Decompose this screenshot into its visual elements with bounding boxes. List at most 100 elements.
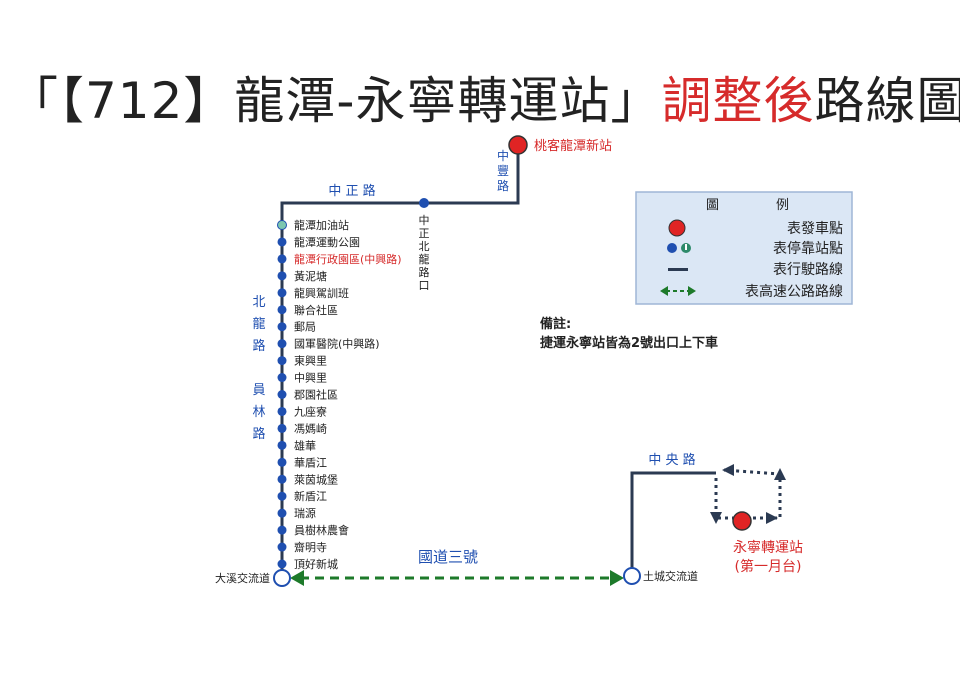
note-text: 捷運永寧站皆為2號出口上下車 [540, 335, 718, 351]
stop-label: 華盾江 [294, 456, 327, 469]
loop-arrow-down [710, 512, 722, 524]
road-beilong-char: 路 [252, 426, 265, 442]
legend-label-stop: 表停靠站點 [773, 240, 843, 257]
stop-label: 黃泥塘 [294, 269, 327, 283]
stop-marker [277, 339, 287, 349]
stop-marker [277, 356, 287, 366]
freeway-arrow-west [290, 570, 304, 586]
south-terminal-marker [732, 511, 752, 531]
stop-marker [277, 288, 287, 298]
stop-marker [277, 373, 287, 383]
legend-label-highway: 表高速公路路線 [745, 283, 843, 300]
legend-label-route: 表行駛路線 [773, 262, 843, 278]
stop-label: 瑞源 [294, 506, 316, 520]
stop-marker [277, 559, 287, 569]
title-prefix: 「【712】龍潭-永寧轉運站」 [8, 72, 662, 130]
road-zhongyang: 中 央 路 [648, 452, 695, 468]
title-suffix: 路線圖 [814, 72, 960, 130]
stop-marker [277, 237, 287, 247]
north-terminal-label: 桃客龍潭新站 [534, 138, 612, 154]
stop-marker [277, 271, 287, 281]
stop-label: 龍潭運動公園 [294, 235, 360, 249]
stop-label: 頂好新城 [294, 557, 338, 571]
tucheng-interchange-marker [623, 567, 641, 585]
road-beilong-char: 員 [252, 383, 265, 398]
stop-label: 郡園社區 [294, 388, 338, 402]
stop-marker [277, 525, 287, 535]
freeway-label: 國道三號 [418, 548, 478, 566]
south-terminal-label: 永寧轉運站 [733, 539, 803, 556]
stop-marker [277, 220, 287, 230]
stop-label: 雄華 [294, 438, 316, 452]
stop-marker [277, 305, 287, 315]
junction-stop-char: 路 [419, 266, 430, 279]
route-line-east [630, 471, 716, 575]
legend-heading-left: 圖 [706, 198, 719, 213]
stop-icon [667, 243, 691, 253]
road-beilong-char: 北 [252, 295, 265, 310]
map-title: 「【712】龍潭-永寧轉運站」調整後路線圖 [8, 68, 960, 134]
stop-marker [277, 440, 287, 450]
stop-marker [277, 474, 287, 484]
stop-marker [277, 491, 287, 501]
road-zhongfeng-char: 豐 [497, 164, 509, 178]
loop-arrow-up [774, 468, 786, 480]
road-zhongfeng-char: 路 [497, 178, 509, 193]
terminal-icon [668, 219, 686, 237]
stop-label: 萊茵城堡 [294, 472, 338, 486]
route-line-icon [668, 268, 688, 271]
note-heading: 備註: [540, 316, 571, 332]
road-zhongfeng: 中豐路 [497, 148, 509, 193]
stop-label: 中興里 [294, 372, 327, 385]
highway-arrow-icon [660, 286, 696, 296]
junction-stop-char: 龍 [419, 252, 430, 266]
road-beilong-char: 路 [252, 338, 265, 354]
junction-stop-marker [419, 198, 429, 208]
junction-stop-char: 口 [419, 279, 430, 292]
junction-stop-char: 正 [419, 227, 430, 240]
stop-marker [277, 322, 287, 332]
stop-marker [277, 542, 287, 552]
stop-label: 郵局 [294, 321, 316, 334]
stop-marker [277, 423, 287, 433]
stop-marker [277, 508, 287, 518]
stop-label: 龍潭行政園區(中興路) [294, 252, 402, 266]
road-zhongzheng: 中 正 路 [328, 183, 375, 199]
south-terminal-platform: (第一月台) [735, 558, 802, 575]
road-beilong-char: 林 [252, 405, 265, 420]
stop-label: 齋明寺 [294, 540, 327, 554]
legend-label-terminal: 表發車點 [787, 220, 843, 237]
stop-marker [277, 254, 287, 264]
title-highlight: 調整後 [661, 72, 815, 130]
stop-label: 龍興駕訓班 [294, 286, 349, 300]
legend-box: 圖 例 表發車點 表停靠站點 表行駛路線 表高速公路路線 [635, 191, 853, 305]
freeway-arrow-east [610, 570, 624, 586]
loop-arrow-right [766, 512, 778, 524]
stop-label: 員樹林農會 [294, 523, 349, 537]
stop-label: 九座寮 [294, 404, 327, 418]
stop-label: 東興里 [294, 355, 327, 368]
stop-label: 新盾江 [294, 489, 327, 503]
stop-label: 龍潭加油站 [294, 218, 349, 232]
stop-label: 馮媽崎 [294, 421, 327, 435]
stop-marker [277, 457, 287, 467]
terminal-loop [714, 468, 782, 520]
loop-arrow-left [722, 464, 734, 476]
daxi-interchange-marker [273, 569, 291, 587]
stop-marker [277, 390, 287, 399]
road-zhongfeng-char: 中 [497, 148, 509, 163]
stop-marker [277, 406, 287, 416]
legend-heading-right: 例 [776, 198, 789, 213]
stop-label: 聯合社區 [294, 303, 338, 317]
road-beilong-char: 龍 [252, 316, 265, 332]
north-terminal-marker [508, 135, 528, 155]
junction-stop-char: 中 [419, 214, 430, 227]
junction-stop-char: 北 [419, 240, 430, 253]
tucheng-interchange-label: 土城交流道 [643, 569, 698, 583]
daxi-interchange-label: 大溪交流道 [215, 571, 270, 585]
stop-label: 國軍醫院(中興路) [294, 337, 380, 351]
